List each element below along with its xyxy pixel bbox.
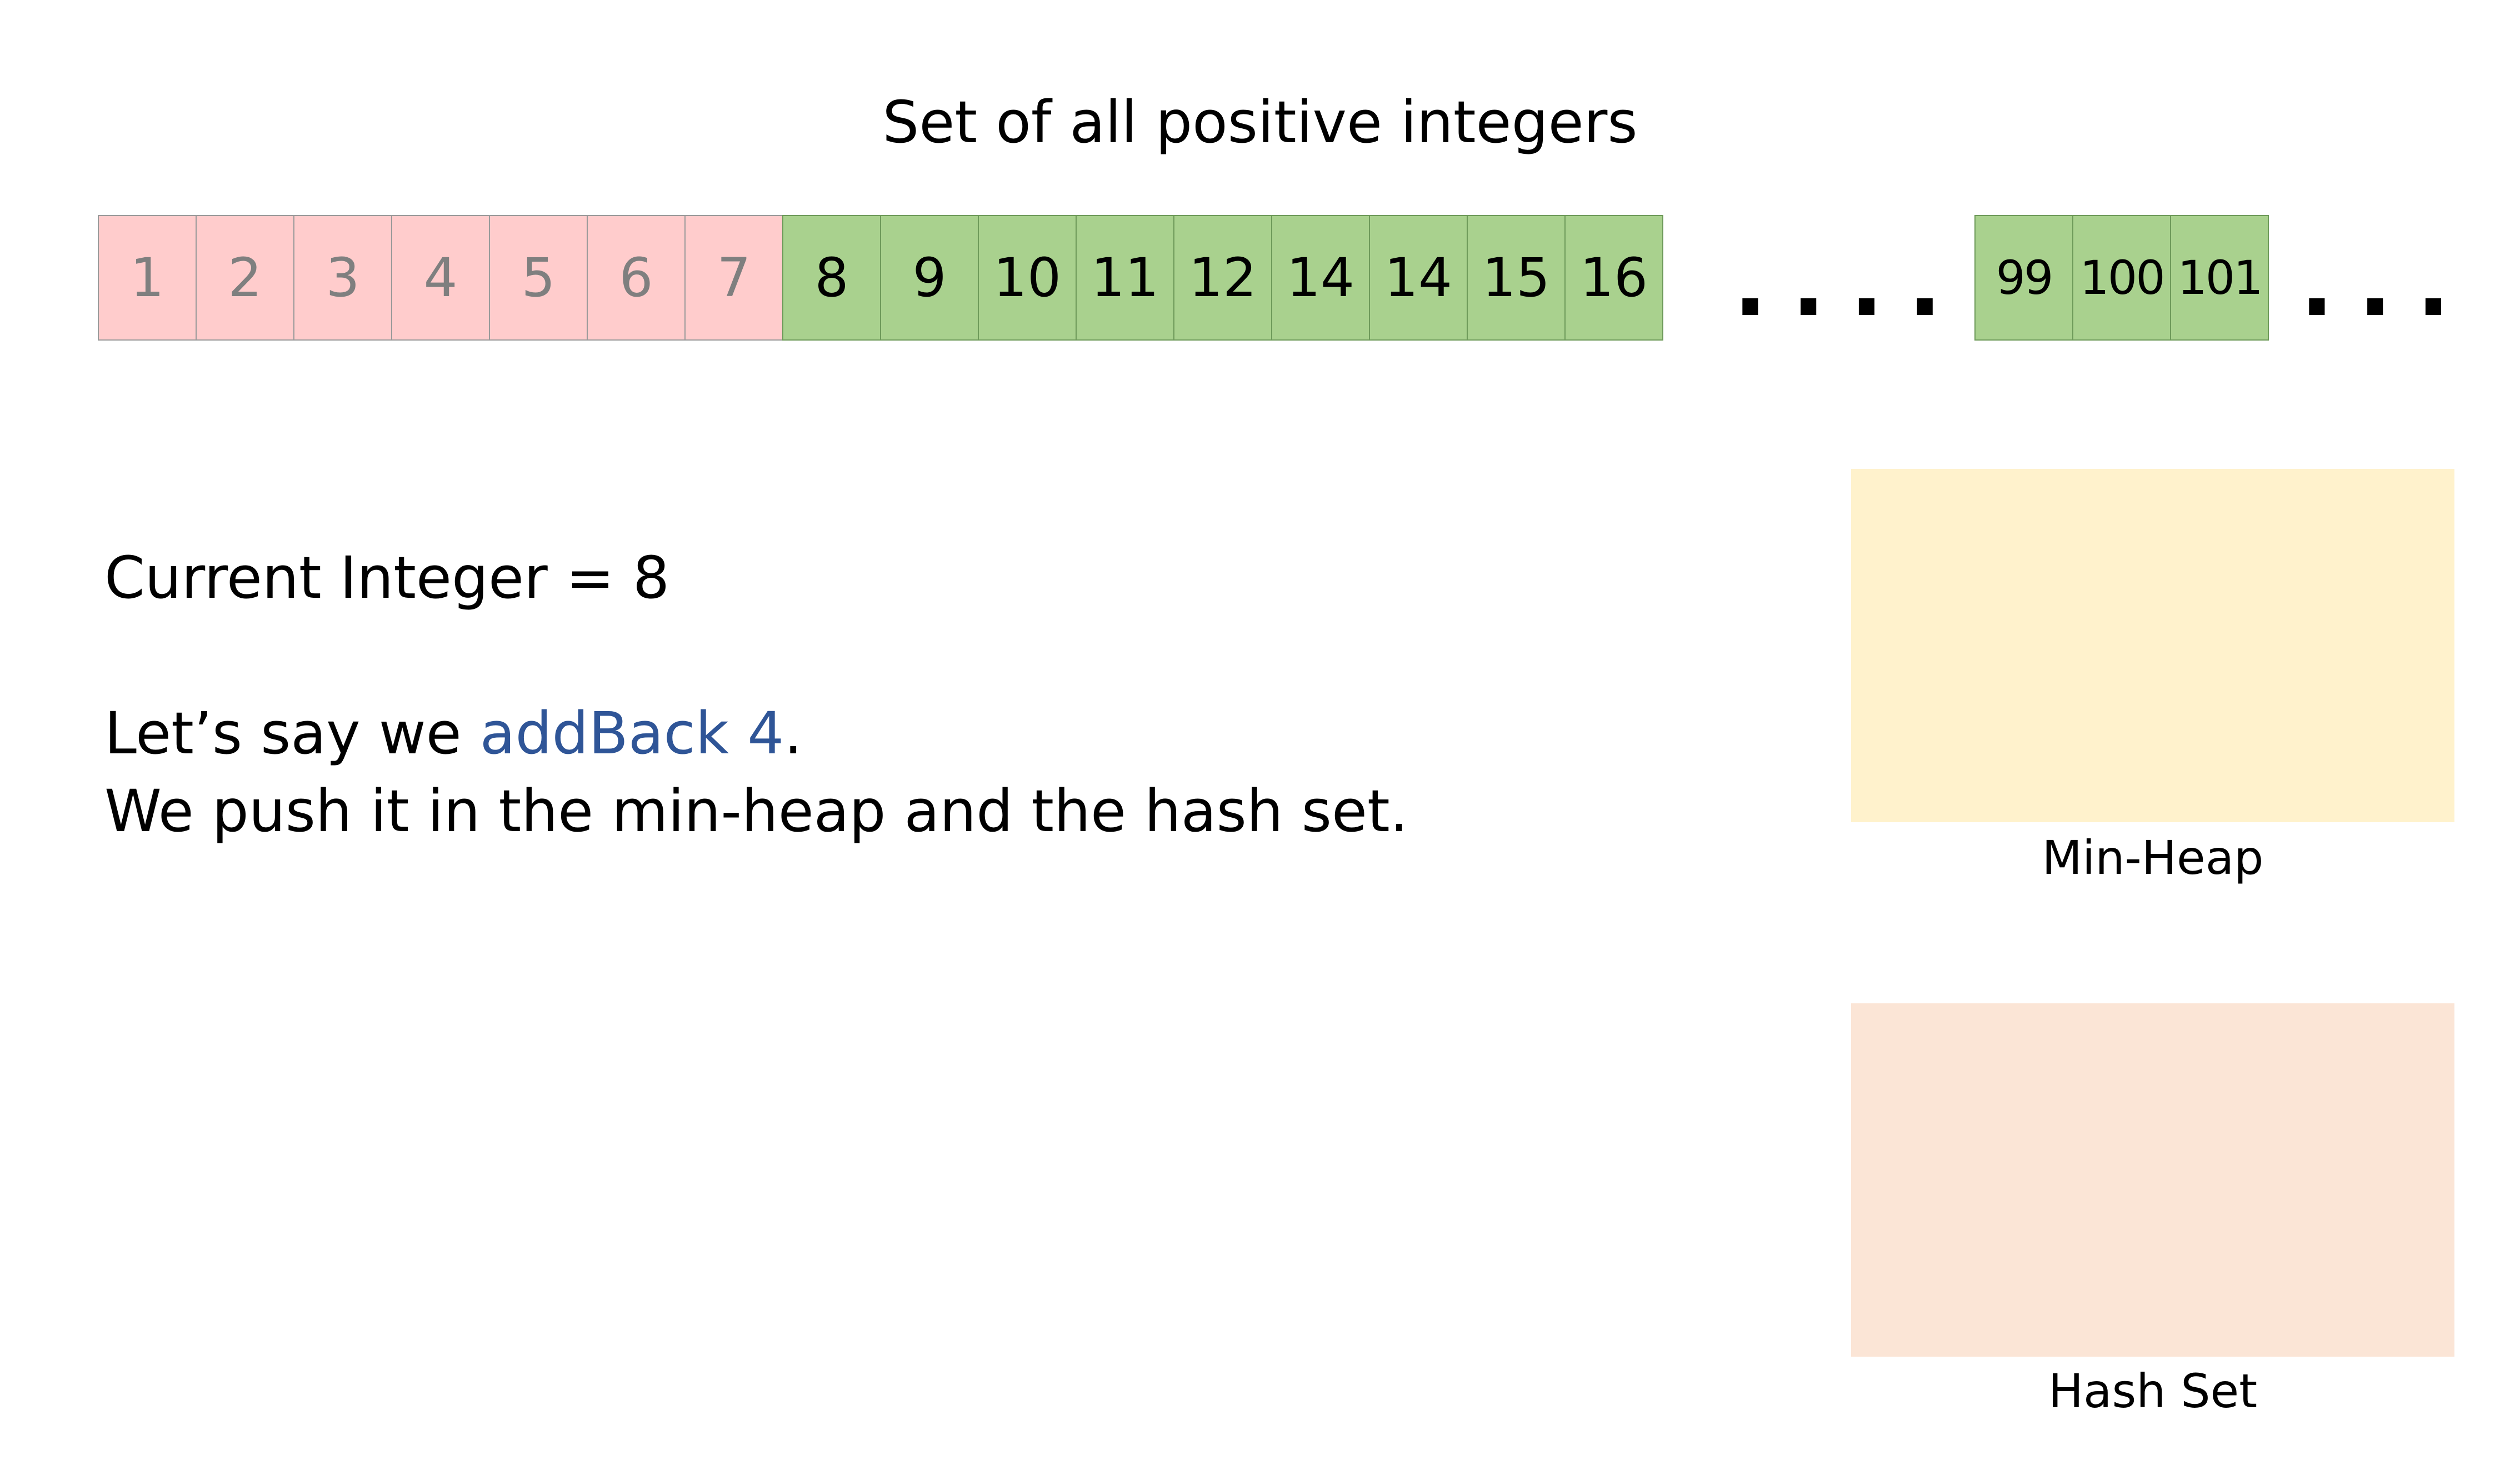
integer-row-tail: 99 100 101 bbox=[1974, 215, 2269, 342]
push-sentence: We push it in the min-heap and the hash … bbox=[104, 777, 1408, 845]
hash-set-label: Hash Set bbox=[2048, 1364, 2258, 1418]
diagram-title: Set of all positive integers bbox=[882, 88, 1638, 156]
addback-sentence: Let’s say we addBack 4. bbox=[104, 694, 802, 772]
integer-cell-removed: 2 bbox=[196, 215, 294, 341]
integer-cell-removed: 6 bbox=[587, 215, 686, 341]
integer-cell-present: 101 bbox=[2170, 215, 2269, 341]
integer-cell-removed: 4 bbox=[391, 215, 490, 341]
hash-set-box bbox=[1851, 1003, 2454, 1357]
integer-cell-present: 99 bbox=[1974, 215, 2073, 341]
integer-cell-present: 9 bbox=[880, 215, 979, 341]
integer-cell-removed: 1 bbox=[98, 215, 197, 341]
integer-cell-removed: 5 bbox=[489, 215, 588, 341]
integer-cell-present: 14 bbox=[1271, 215, 1370, 341]
integer-cell-present: 15 bbox=[1467, 215, 1566, 341]
integer-cell-present: 8 bbox=[782, 215, 881, 341]
continuation-ellipsis-end: ... bbox=[2300, 232, 2475, 336]
integer-cell-removed: 7 bbox=[684, 215, 783, 341]
min-heap-box bbox=[1851, 469, 2454, 822]
integer-cell-present: 12 bbox=[1173, 215, 1272, 341]
addback-operation: addBack 4 bbox=[479, 699, 784, 767]
integer-cell-present: 11 bbox=[1076, 215, 1174, 341]
min-heap-label: Min-Heap bbox=[2042, 831, 2264, 885]
current-integer-text: Current Integer = 8 bbox=[104, 544, 670, 612]
integer-cell-present: 10 bbox=[978, 215, 1077, 341]
integer-cell-removed: 3 bbox=[293, 215, 392, 341]
continuation-ellipsis: .... bbox=[1733, 232, 1967, 336]
integer-cell-present: 14 bbox=[1369, 215, 1468, 341]
integer-cell-present: 100 bbox=[2072, 215, 2171, 341]
integer-cell-present: 16 bbox=[1564, 215, 1663, 341]
integer-row-main: 1 2 3 4 5 6 7 8 9 10 11 12 14 14 15 16 bbox=[98, 215, 1663, 342]
addback-suffix: . bbox=[784, 699, 803, 767]
addback-prefix: Let’s say we bbox=[104, 699, 480, 767]
